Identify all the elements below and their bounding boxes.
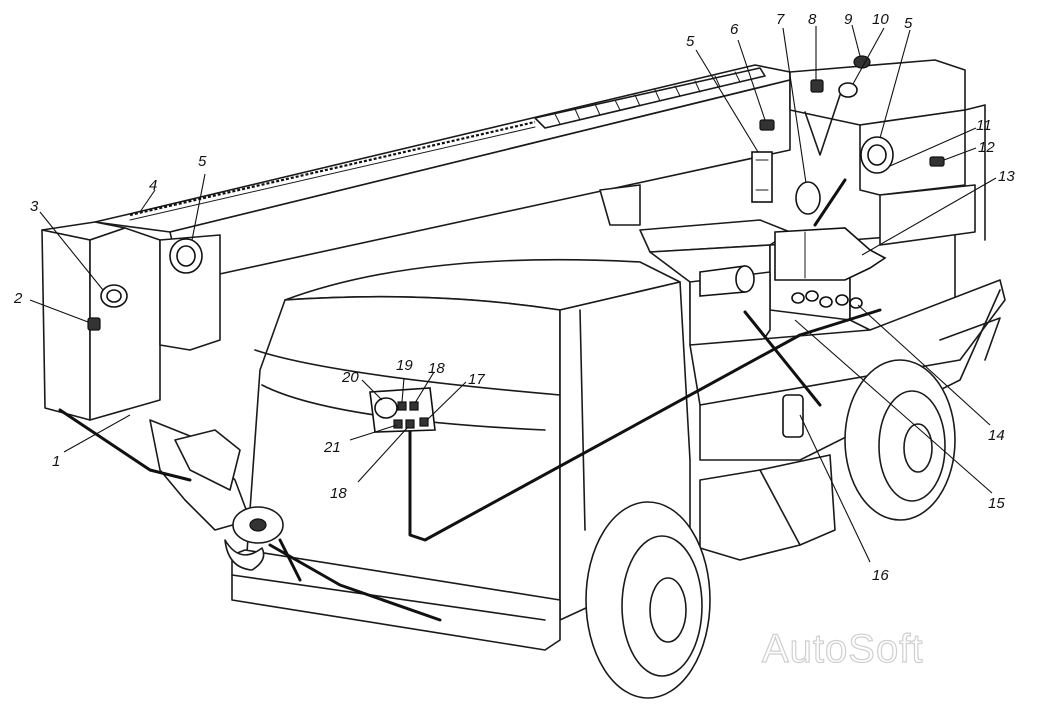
device-7-beacon <box>795 181 821 215</box>
device-16-unit <box>782 394 804 438</box>
hook-pulley-assembly <box>149 419 284 571</box>
device-20-gauge <box>374 397 398 419</box>
callout-21: 21 <box>323 439 341 456</box>
callout-19: 19 <box>396 357 413 374</box>
callout-17: 17 <box>468 371 485 388</box>
callout-14: 14 <box>988 427 1005 444</box>
callout-1: 1 <box>52 453 60 470</box>
callout-4: 4 <box>149 177 157 194</box>
callout-5-boom: 5 <box>198 153 207 170</box>
callout-11: 11 <box>976 117 992 134</box>
callout-20: 20 <box>341 369 359 386</box>
callout-6: 6 <box>730 21 739 38</box>
device-10-lamp <box>838 82 858 98</box>
callout-16: 16 <box>872 567 889 584</box>
watermark: AutoSoft <box>762 627 923 671</box>
callout-5-cabin: 5 <box>904 15 913 32</box>
callout-7: 7 <box>776 11 785 28</box>
callout-2: 2 <box>13 290 23 307</box>
callout-18-top: 18 <box>428 360 445 377</box>
device-19-switch <box>397 401 407 411</box>
wiring-harness <box>58 178 882 622</box>
front-bumper <box>231 549 561 651</box>
rear-wheel <box>844 359 956 521</box>
callout-13: 13 <box>998 168 1015 185</box>
callout-5-panel: 5 <box>686 33 695 50</box>
device-8-unit <box>810 79 824 93</box>
callout-3: 3 <box>30 198 39 215</box>
device-6-unit <box>759 119 775 131</box>
device-18b-switch <box>405 419 415 429</box>
device-13-box <box>774 227 887 281</box>
leader-lines <box>29 24 997 563</box>
device-12-unit <box>929 156 945 167</box>
electrical-devices <box>87 55 945 438</box>
device-14-switches <box>791 290 863 309</box>
callout-15: 15 <box>988 495 1005 512</box>
front-wheel <box>585 501 711 699</box>
callout-10: 10 <box>872 11 889 28</box>
crane-boom <box>94 64 791 276</box>
device-21-switch <box>393 419 403 429</box>
turntable <box>599 59 1006 561</box>
callout-8: 8 <box>808 11 817 28</box>
device-18-switch <box>409 401 419 411</box>
callout-12: 12 <box>978 139 995 156</box>
device-17-switch <box>419 417 429 427</box>
device-2-switch <box>87 317 101 331</box>
callout-18-bottom: 18 <box>330 485 347 502</box>
callout-numbers: 1 2 3 4 5 5 5 6 7 8 9 10 11 12 13 14 15 … <box>13 11 1015 584</box>
callout-9: 9 <box>844 11 853 28</box>
